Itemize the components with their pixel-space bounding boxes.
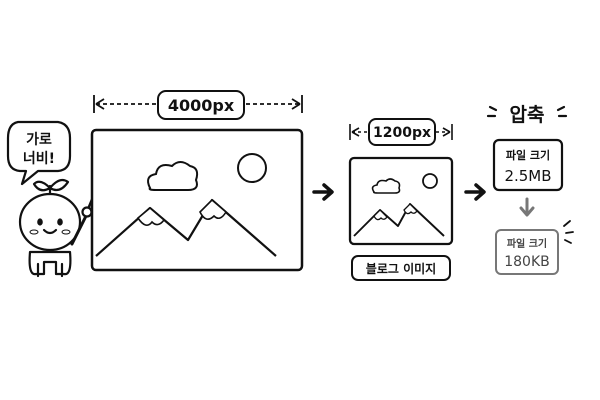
arrow-right-icon-1 [312,183,334,201]
width-label-small: 1200px [373,125,431,141]
width-dimension-large [93,95,303,113]
sprout-icon [32,178,70,196]
compression-title: 압축 [510,104,545,126]
file-size-before-box [492,138,564,192]
sparkle-icon [486,105,568,118]
arrow-right-icon-2 [464,183,486,201]
blog-caption-box [351,255,451,281]
file-size-before-label: 파일 크기 [506,148,550,162]
file-size-after-label: 파일 크기 [507,237,547,250]
original-image-frame [90,128,304,272]
speech-bubble [6,120,72,186]
character-head [18,192,82,252]
width-label-large-box [157,90,245,120]
cloud-icon-small [371,178,401,194]
file-size-before-value: 2.5MB [504,167,551,185]
file-size-after-value: 180KB [504,254,550,270]
sparkle-lines-icon [563,220,574,244]
file-size-after-box [495,229,559,275]
cloud-icon [147,161,199,191]
mountains-icon-small [353,203,445,237]
sun-icon-small [422,173,438,189]
character-legs [36,262,64,278]
width-dimension-small [349,124,453,140]
speech-line-2: 너비! [23,151,55,167]
sun-icon [237,153,267,183]
pointing-character [6,120,112,278]
character-body [28,250,72,276]
arrow-down-icon [519,197,535,217]
blog-caption: 블로그 이미지 [366,261,436,276]
width-label-small-box [368,118,436,146]
speech-line-1: 가로 [26,132,52,148]
mountains-icon [95,198,277,257]
blog-image-frame [348,156,454,246]
width-label-large: 4000px [168,96,235,115]
